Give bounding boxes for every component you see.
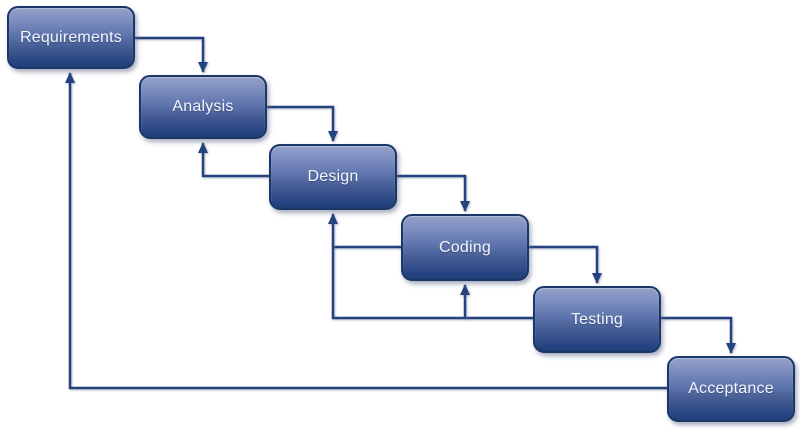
phase-label: Design: [307, 168, 359, 185]
arrow-testing-to-acceptance: [661, 316, 736, 354]
process-box-acceptance: Acceptance: [667, 356, 795, 422]
arrow-requirements-to-analysis: [135, 36, 208, 73]
process-box-requirements: Requirements: [7, 6, 135, 69]
arrow-design-to-coding: [397, 174, 470, 212]
arrow-acceptance-back-to-requirements: [65, 72, 667, 390]
arrow-testing-back-to-design: [328, 213, 533, 320]
arrow-analysis-to-design: [267, 105, 338, 142]
phase-label: Testing: [570, 310, 624, 328]
process-box-coding: Coding: [401, 214, 529, 281]
phase-label: Requirements: [19, 28, 122, 46]
process-box-analysis: Analysis: [139, 75, 267, 139]
phase-label: Analysis: [172, 98, 234, 115]
arrow-design-back-to-analysis: [198, 142, 269, 178]
phase-label: Acceptance: [688, 380, 774, 397]
process-box-testing: Testing: [533, 286, 661, 353]
arrow-coding-to-testing: [529, 245, 602, 284]
phase-label: Coding: [439, 238, 491, 256]
process-box-design: Design: [269, 144, 397, 210]
